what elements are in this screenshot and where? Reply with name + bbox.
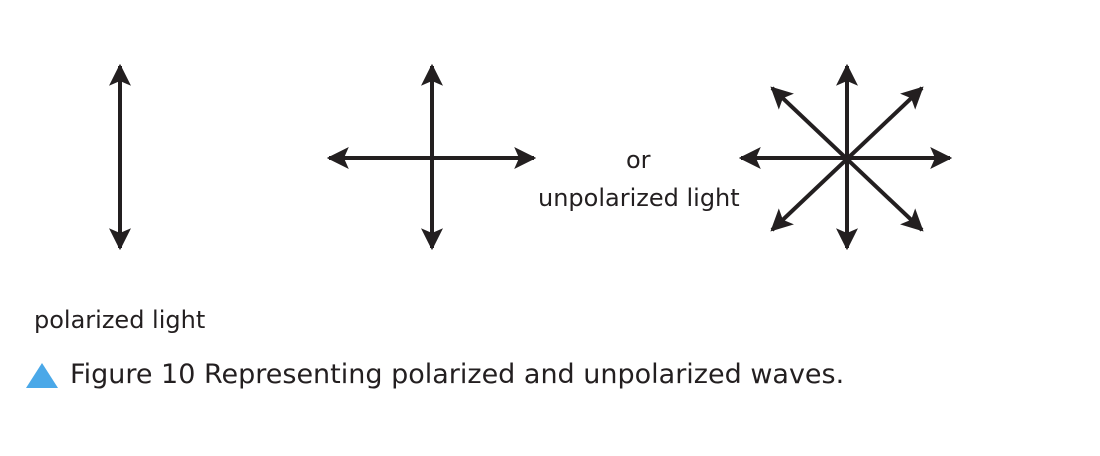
unpolarized-cross-arrows (326, 63, 537, 251)
star-diagonal-arrow-right (770, 86, 924, 232)
caption-text: Figure 10 Representing polarized and unp… (70, 359, 845, 390)
unpolarized-star-arrows (738, 63, 953, 251)
figure-caption: Figure 10 Representing polarized and unp… (26, 358, 844, 392)
polarized-light-label: polarized light (34, 306, 206, 334)
triangle-icon (26, 362, 58, 388)
or-label: or (626, 146, 651, 174)
unpolarized-light-label: unpolarized light (538, 184, 740, 212)
